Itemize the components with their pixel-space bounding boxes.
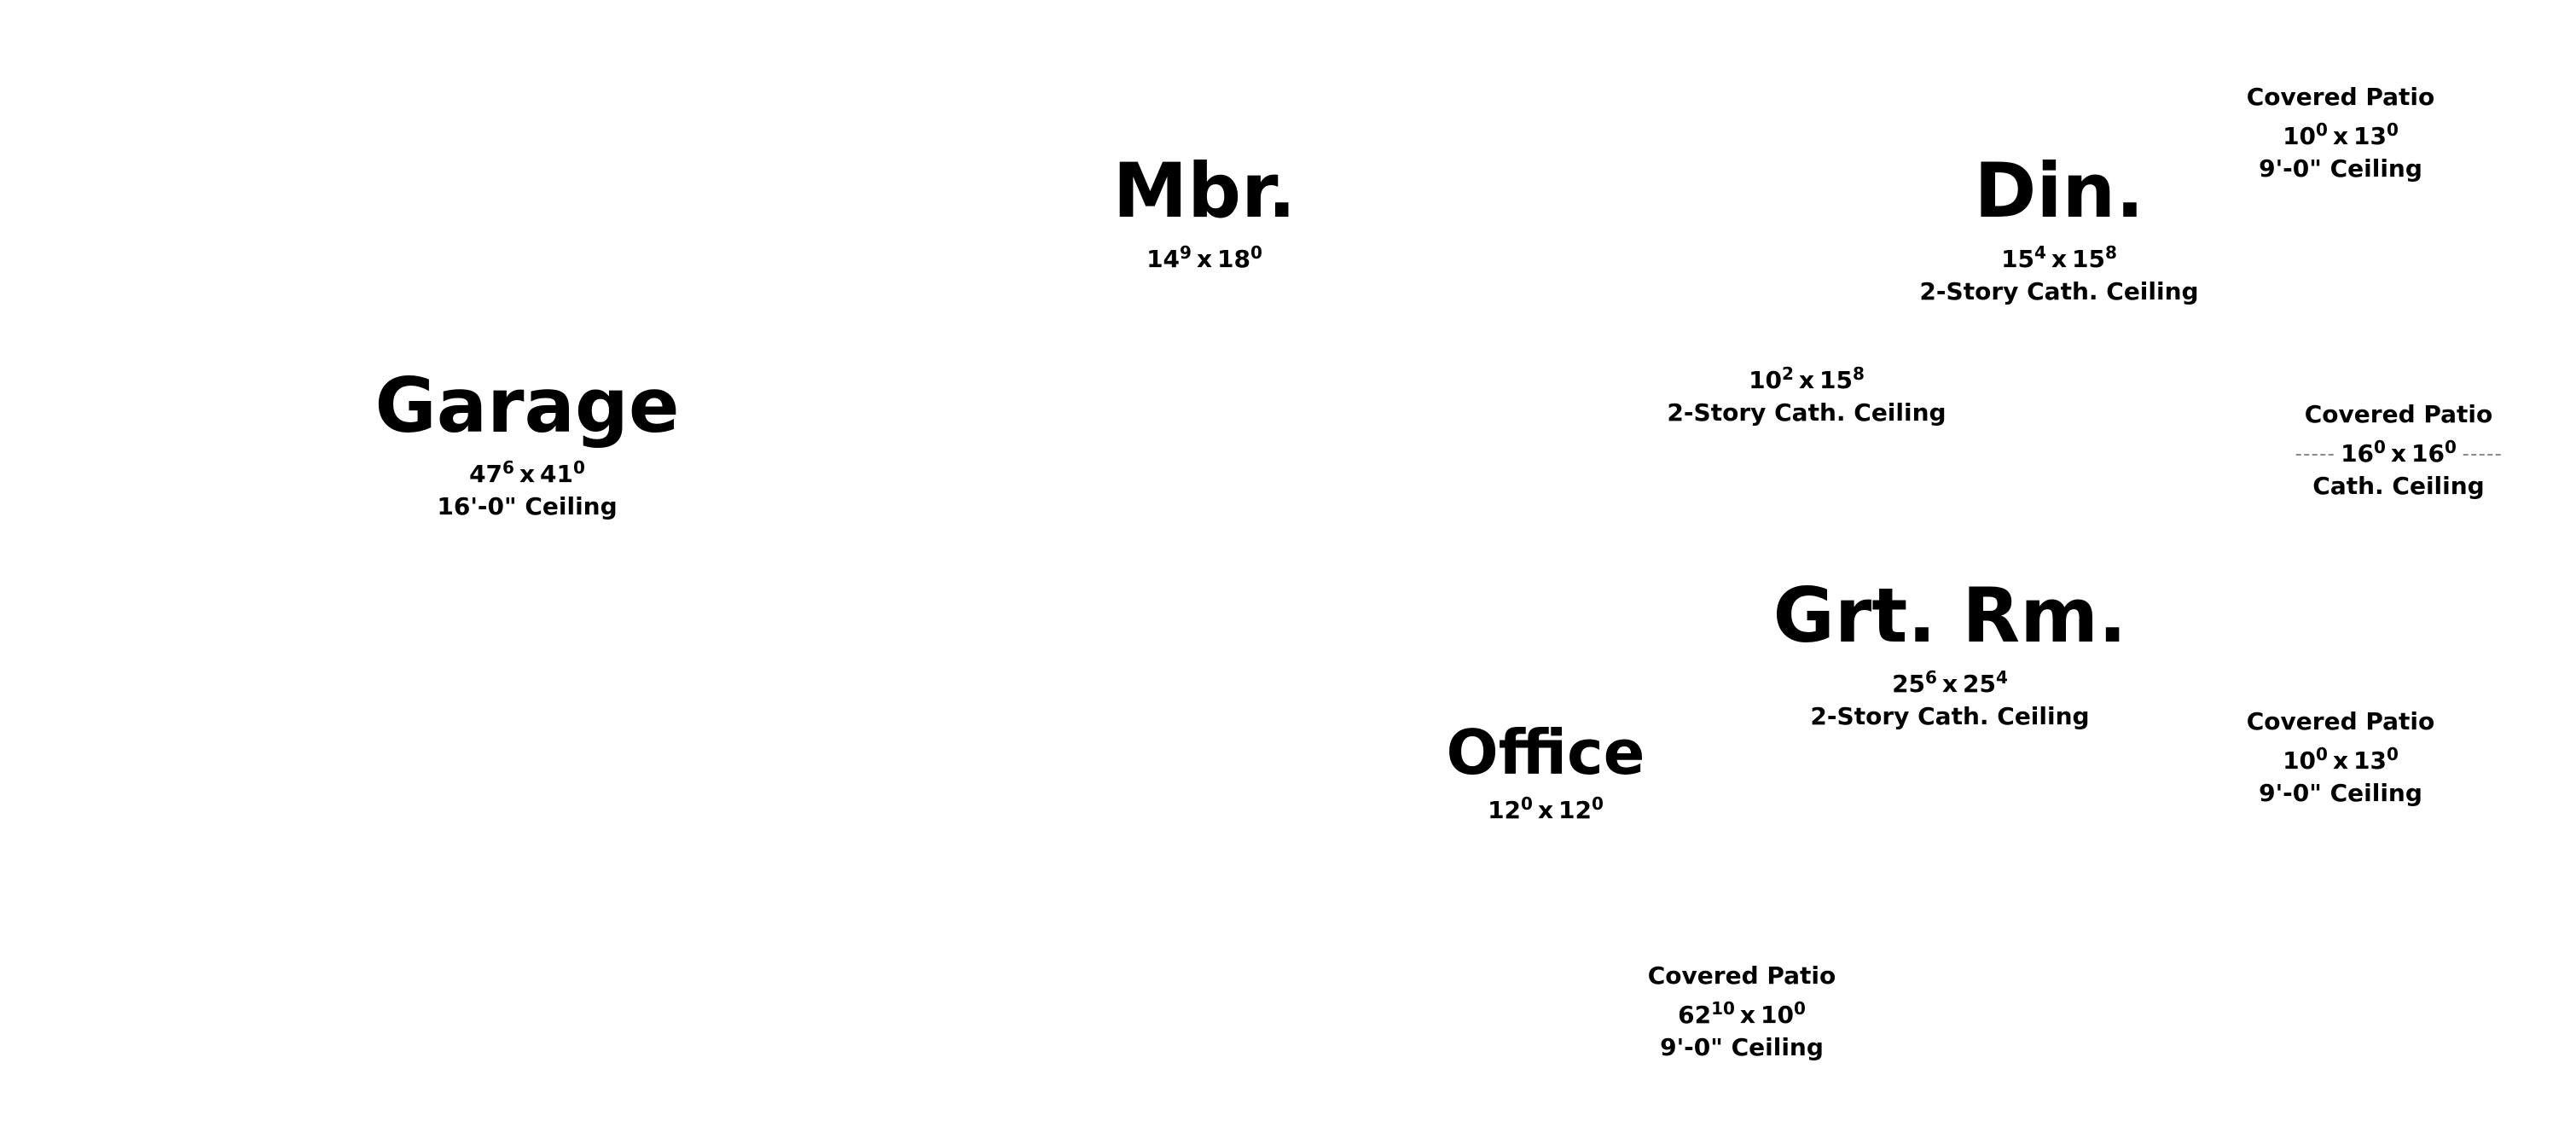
width-inches: 6: [1925, 667, 1937, 688]
width-inches: 0: [2316, 119, 2328, 140]
dashed-line-left: [2296, 454, 2335, 456]
width-feet: 25: [1892, 670, 1926, 698]
depth-inches: 0: [1591, 793, 1604, 814]
room-name: Covered Patio: [2246, 83, 2435, 111]
ceiling-note: 2-Story Cath. Ceiling: [1810, 702, 2090, 730]
room-name: Grt. Rm.: [1772, 572, 2127, 659]
depth-feet: 10: [1760, 1001, 1794, 1029]
room-name: Office: [1446, 717, 1645, 788]
width-inches: 9: [1180, 242, 1192, 263]
depth-feet: 12: [1558, 796, 1592, 824]
ceiling-note: 16'-0" Ceiling: [437, 492, 618, 520]
width-feet: 10: [2283, 746, 2317, 775]
width-feet: 10: [2283, 122, 2317, 150]
depth-feet: 25: [1963, 670, 1996, 698]
room-name: Din.: [1974, 147, 2144, 235]
width-inches: 0: [2374, 437, 2386, 457]
depth-feet: 16: [2411, 439, 2445, 468]
width-inches: 4: [2034, 242, 2046, 263]
room-name: Garage: [374, 362, 680, 450]
ceiling-note: Cath. Ceiling: [2312, 472, 2485, 500]
width-inches: 0: [1521, 793, 1533, 814]
width-inches: 2: [1782, 363, 1794, 384]
depth-inches: 0: [2387, 744, 2399, 764]
width-inches: 10: [1711, 998, 1735, 1019]
width-feet: 15: [2001, 245, 2035, 273]
room-name: Covered Patio: [2246, 707, 2435, 735]
width-inches: 0: [2316, 744, 2328, 764]
depth-feet: 15: [2072, 245, 2105, 273]
depth-inches: 4: [1996, 667, 2008, 688]
room-name: Covered Patio: [2304, 400, 2493, 428]
depth-feet: 13: [2353, 122, 2387, 150]
width-feet: 10: [1749, 366, 1783, 394]
width-inches: 6: [502, 457, 514, 478]
depth-inches: 0: [572, 457, 585, 478]
depth-feet: 13: [2353, 746, 2387, 775]
depth-inches: 8: [1853, 363, 1865, 384]
ceiling-note: 2-Story Cath. Ceiling: [1667, 398, 1947, 427]
depth-inches: 8: [2105, 242, 2117, 263]
depth-inches: 0: [2445, 437, 2457, 457]
ceiling-note: 9'-0" Ceiling: [1660, 1033, 1824, 1061]
ceiling-note: 9'-0" Ceiling: [2259, 154, 2422, 183]
width-feet: 16: [2341, 439, 2375, 468]
depth-feet: 41: [540, 460, 573, 488]
width-feet: 12: [1488, 796, 1522, 824]
depth-inches: 0: [2387, 119, 2399, 140]
depth-inches: 0: [1793, 998, 1806, 1019]
depth-feet: 15: [1819, 366, 1853, 394]
ceiling-note: 9'-0" Ceiling: [2259, 779, 2422, 807]
width-feet: 47: [469, 460, 503, 488]
depth-inches: 0: [1250, 242, 1262, 263]
width-feet: 14: [1146, 245, 1181, 273]
ceiling-note: 2-Story Cath. Ceiling: [1919, 277, 2199, 305]
depth-feet: 18: [1217, 245, 1250, 273]
room-name: Covered Patio: [1647, 961, 1836, 990]
room-name: Mbr.: [1112, 147, 1297, 235]
width-feet: 62: [1678, 1001, 1712, 1029]
dashed-line-right: [2463, 454, 2501, 456]
